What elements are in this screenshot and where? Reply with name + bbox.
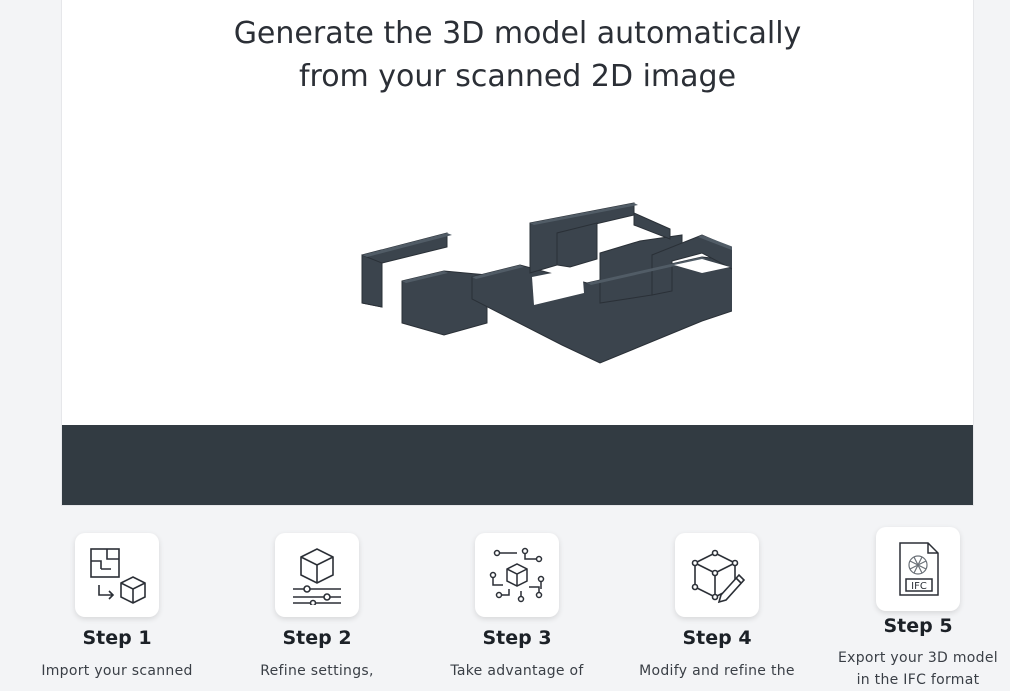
step-2-card[interactable]: [275, 533, 359, 617]
cube-network-icon: [489, 547, 545, 603]
step-1-card[interactable]: [75, 533, 159, 617]
step-3-card[interactable]: [475, 533, 559, 617]
step-3-title: Step 3: [482, 627, 552, 649]
step-4[interactable]: Step 4 Modify and refine the: [617, 533, 817, 679]
cube-sliders-icon: [293, 548, 341, 605]
step-2-title: Step 2: [282, 627, 352, 649]
3d-floorplan-model[interactable]: [352, 195, 732, 375]
step-4-description: Modify and refine the: [639, 663, 795, 679]
step-3-description: Take advantage of: [450, 663, 584, 679]
step-5-title: Step 5: [883, 615, 953, 637]
step-4-card[interactable]: [675, 533, 759, 617]
step-3[interactable]: Step 3 Take advantage of: [417, 533, 617, 679]
viewer-title-line-2: from your scanned 2D image: [298, 59, 737, 94]
step-4-title: Step 4: [682, 627, 752, 649]
cube-pencil-icon: [691, 549, 746, 604]
model-viewer[interactable]: Generate the 3D model automatically from…: [62, 0, 973, 505]
ifc-file-label: IFC: [911, 581, 927, 592]
step-5-description-line-2: in the IFC format: [856, 672, 980, 688]
step-5[interactable]: IFC Step 5 Export your 3D model in the I…: [818, 527, 1010, 691]
step-5-description: Export your 3D model in the IFC format: [818, 647, 1010, 691]
viewer-title: Generate the 3D model automatically from…: [62, 12, 973, 98]
step-1-title: Step 1: [82, 627, 152, 649]
step-1[interactable]: Step 1 Import your scanned: [17, 533, 217, 679]
step-1-description: Import your scanned: [41, 663, 193, 679]
step-2[interactable]: Step 2 Refine settings,: [217, 533, 417, 679]
floorplan-to-cube-icon: [90, 548, 146, 604]
viewer-title-line-1: Generate the 3D model automatically: [233, 16, 802, 51]
step-5-card[interactable]: IFC: [876, 527, 960, 611]
steps-row: Step 1 Import your scanned Step 2 Refine…: [0, 527, 1010, 688]
step-2-description: Refine settings,: [260, 663, 374, 679]
ifc-file-icon: IFC: [899, 542, 939, 596]
step-5-description-line-1: Export your 3D model: [838, 650, 998, 666]
viewer-toolbar: [62, 425, 973, 505]
